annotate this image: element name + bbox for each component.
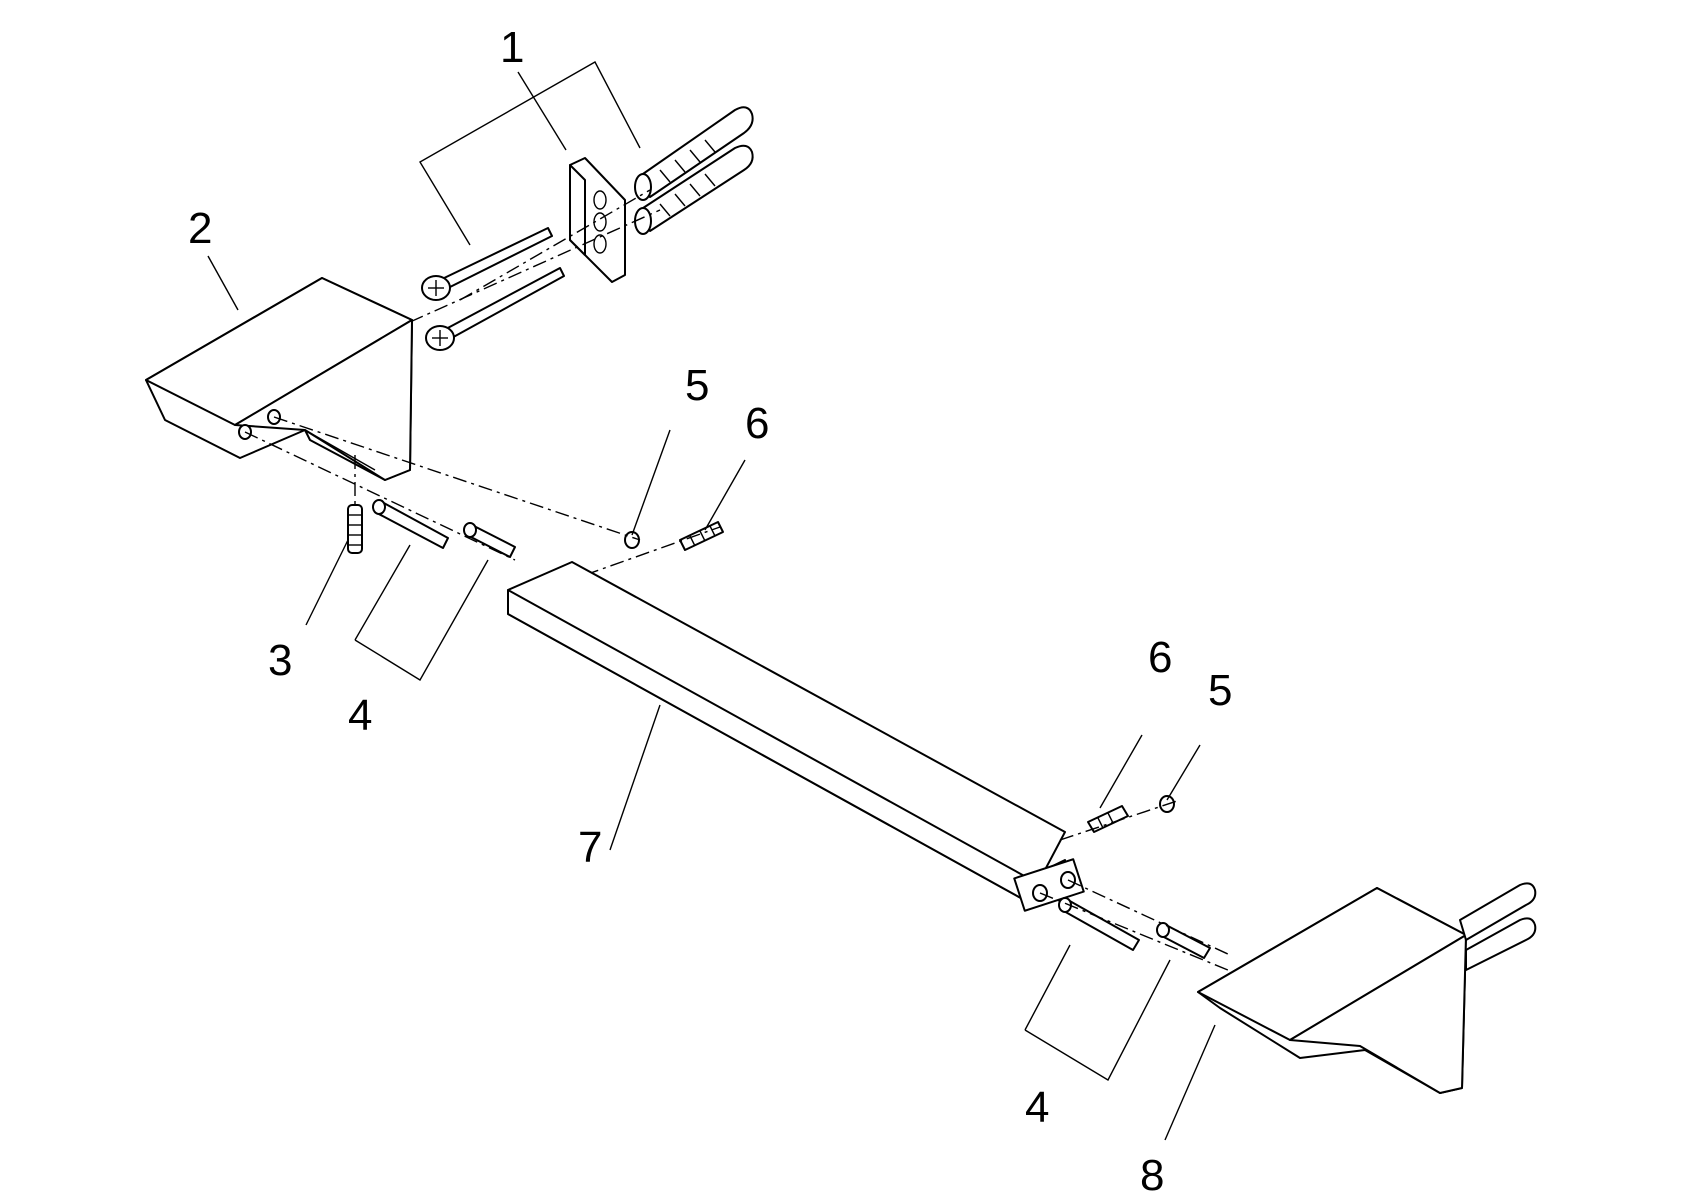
callout-6-right: 6 — [1148, 633, 1172, 682]
callout-labels: 1 2 3 4 5 6 6 5 7 4 8 — [188, 23, 1232, 1191]
end-support-left — [145, 277, 413, 481]
callout-5-right: 5 — [1208, 666, 1232, 715]
callout-4-left: 4 — [348, 691, 372, 740]
rail-7 — [507, 561, 1085, 912]
screw-bottom — [425, 267, 565, 351]
set-screw-3 — [347, 504, 363, 554]
wall-plug-top — [634, 106, 754, 201]
wall-bracket — [569, 157, 626, 283]
wall-plug-bottom — [634, 144, 754, 235]
callout-4-right: 4 — [1025, 1083, 1049, 1132]
pin-4-short-right — [1156, 922, 1211, 959]
pin-4-long-left — [372, 499, 449, 549]
screw-top — [421, 227, 553, 301]
end-support-right — [1197, 882, 1537, 1094]
callout-8: 8 — [1140, 1151, 1164, 1191]
leader-1 — [419, 61, 641, 246]
callout-1: 1 — [500, 23, 524, 72]
callout-3: 3 — [268, 636, 292, 685]
callout-2: 2 — [188, 204, 212, 253]
threaded-6-left — [679, 521, 724, 551]
callout-5-left: 5 — [685, 361, 709, 410]
pin-4-short-left — [463, 522, 516, 558]
callout-7: 7 — [578, 823, 602, 872]
callout-6-left: 6 — [745, 399, 769, 448]
